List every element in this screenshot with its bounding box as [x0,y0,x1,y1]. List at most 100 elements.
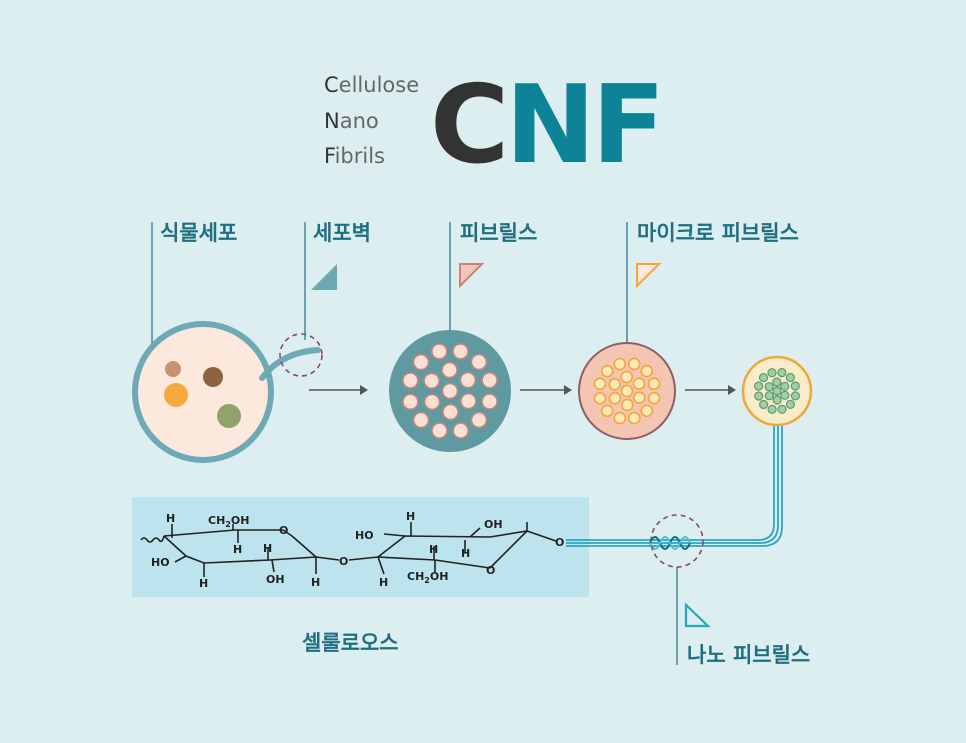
fibril-dot [772,395,782,405]
atom-label: HO [151,556,170,569]
organelle [217,404,241,428]
fibril-dot [785,372,796,383]
label-plant-cell: 식물세포 [160,221,237,245]
fibril-dot [780,390,790,400]
triangle-flag-icon [459,263,485,289]
page-title: CNF [430,63,661,188]
label-cell-wall: 세포벽 [313,221,371,245]
arrow-right-icon [309,385,368,395]
acronym-line-fibrils: Fibrils [324,144,385,168]
fibril-dot [790,391,801,401]
fibril-dot [777,404,787,414]
atom-label: O [486,564,495,577]
atom-label: H [311,576,320,589]
atom-label: H [233,543,242,556]
fibril-dot [772,377,782,387]
nano-fibrils-bundle [741,355,813,427]
atom-label: H [379,576,388,589]
nano-fibril-strand [566,426,783,550]
arrow-right-icon [685,385,736,395]
fibril-dot [593,391,607,405]
fibril-dot [481,371,498,389]
cellulose-molecule-band [132,497,589,597]
atom-label: O [279,524,288,537]
fibril-dot [767,404,777,414]
atom-label: O [339,555,348,568]
fibrils-bundle [389,330,511,452]
atom-label: H [461,547,470,560]
atom-label: HO [355,529,374,542]
fibril-dot [430,343,448,360]
atom-label: CH2OH [208,514,249,529]
magnifier-circle-icon [279,333,323,377]
fibril-dot [412,353,430,371]
fibril-dot [442,403,459,421]
fibril-dot [754,391,764,401]
fibril-dot [758,373,769,383]
organelle [165,361,181,377]
fibril-dot [452,422,470,439]
organelle [164,383,188,407]
fibril-dot [640,404,654,418]
acronym-line-nano: Nano [324,109,379,133]
fibril-dot [764,382,774,392]
fibril-dot [470,353,488,371]
fibril-dot [608,377,622,391]
fibril-dot [431,422,448,439]
fibril-dot [632,377,646,391]
fibril-dot [785,399,796,409]
arrow-right-icon [520,385,572,395]
fibril-dot [423,393,441,411]
fibril-dot [780,381,790,391]
label-cellulose: 셀룰로오스 [302,631,399,655]
fibril-dot [459,371,477,389]
fibril-dot [481,393,498,410]
organelle [203,367,223,387]
fibril-dot [777,368,787,378]
micro-fibrils-bundle [578,342,676,440]
label-nano-fibrils: 나노 피브릴스 [687,643,810,667]
fibril-dot [460,392,477,410]
fibril-dot [758,399,769,410]
triangle-flag-icon [636,263,662,289]
fibril-dot [441,382,459,400]
atom-label: CH2OH [407,570,448,585]
fibril-dot [412,411,430,429]
fibril-dot [620,370,634,384]
fibril-dot [640,364,654,378]
atom-label: H [166,512,175,525]
atom-label: H [429,543,438,556]
atom-label: O [555,536,564,549]
fibril-dot [764,391,774,401]
cellulose-molecule-structure [140,522,557,577]
fibril-dot [647,377,661,391]
cellulose-atom-labels: H CH2OH H H O HO H OH H O HO H H H OH O … [151,510,564,590]
fibril-dot [627,357,641,371]
fibril-dot [593,377,607,391]
fibril-dot [620,384,634,398]
acronym-block: Cellulose Nano Fibrils [324,73,419,168]
fibril-dot [608,391,622,405]
fibril-dot [452,343,469,360]
atom-label: OH [484,518,503,531]
atom-label: H [199,577,208,590]
triangle-flag-icon [684,602,711,628]
fibril-dot [620,398,634,412]
fibril-dot [402,393,419,411]
fibril-dot [753,381,764,391]
fibril-dot [632,391,646,405]
atom-label: H [263,542,272,555]
fibril-dot [470,411,488,429]
acronym-line-cellulose: Cellulose [324,73,419,97]
fibril-dot [647,391,661,405]
atom-label: OH [266,573,285,586]
fibril-dot [613,411,627,425]
triangle-flag-icon [311,264,337,290]
fibril-dot [767,368,777,378]
fibril-dot [441,361,458,379]
fibril-dot [627,411,641,425]
fibril-dot [402,372,419,389]
fibril-dot [772,386,782,396]
fibril-dot [790,381,800,391]
